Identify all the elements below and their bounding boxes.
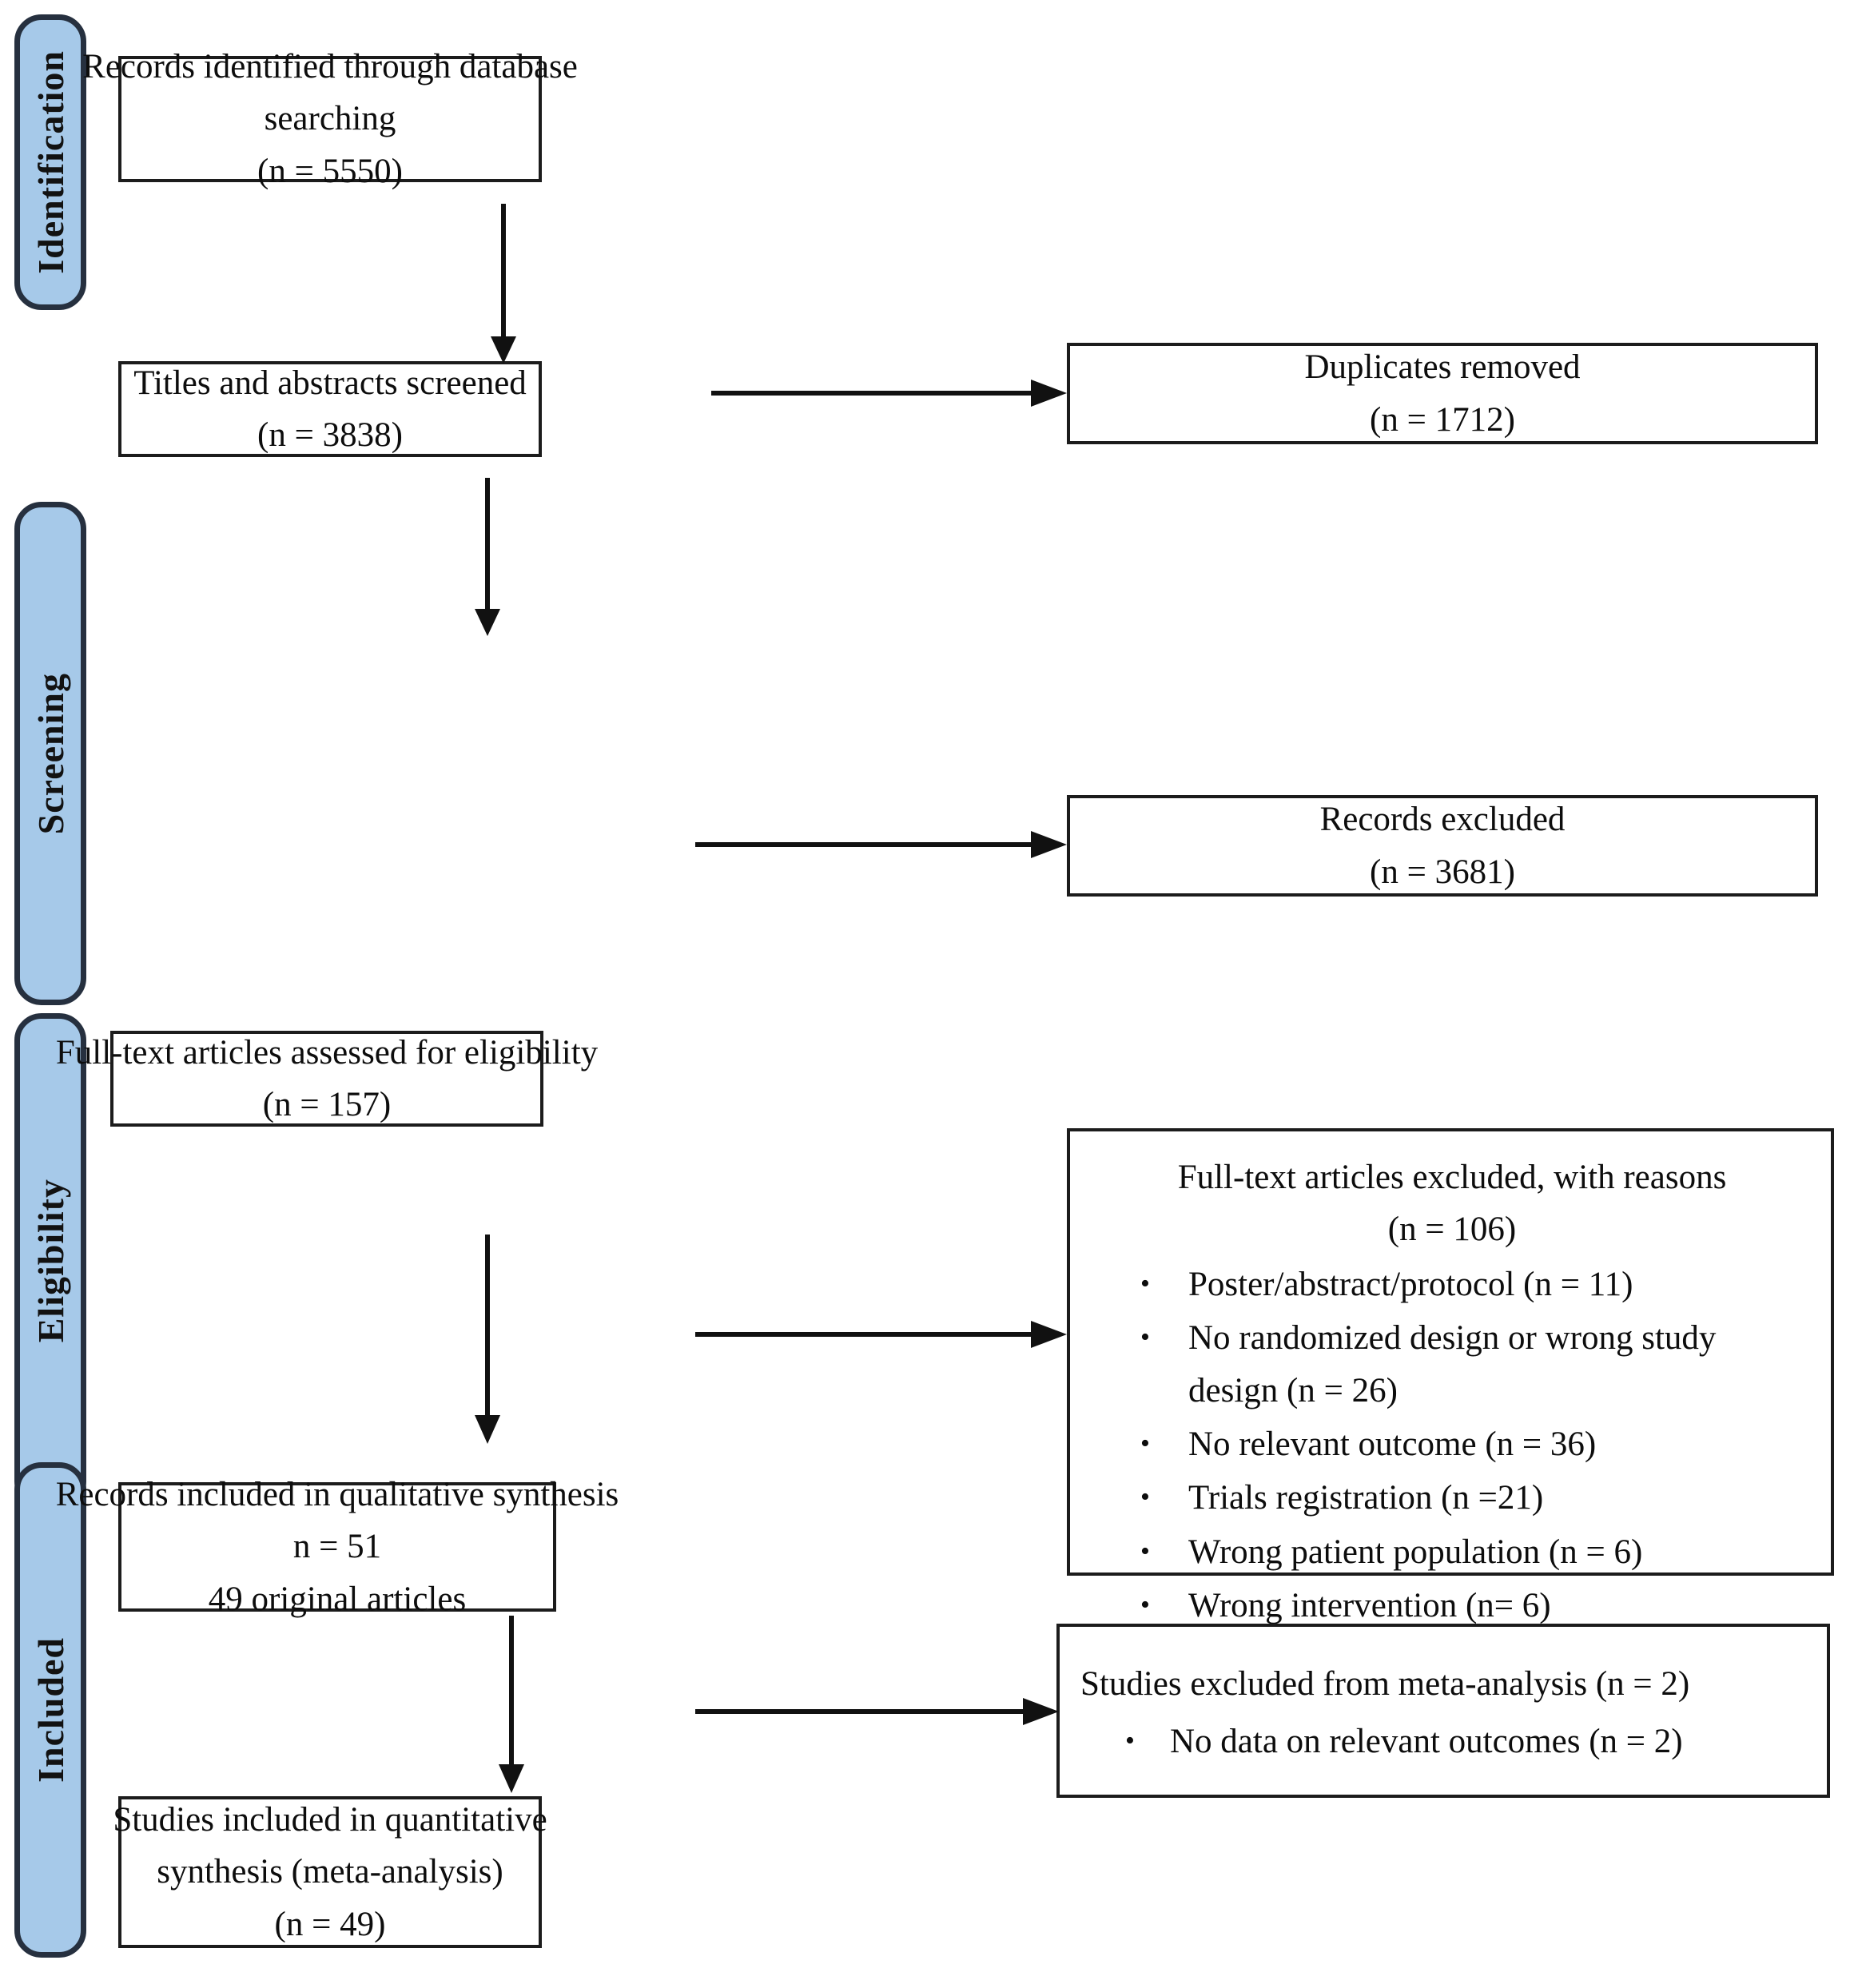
box-duplicates-removed: Duplicates removed (n = 1712) [1067, 343, 1818, 444]
list-item-label: Poster/abstract/protocol (n = 11) [1188, 1266, 1633, 1303]
arrow-right-to-fulltext-excluded [695, 1317, 1071, 1352]
fulltext-excluded-reason-list: • Poster/abstract/protocol (n = 11) • No… [1094, 1258, 1810, 1634]
list-item: • No data on relevant outcomes (n = 2) [1080, 1716, 1811, 1767]
box-line: (n = 5550) [257, 152, 403, 190]
box-line: (n = 157) [262, 1086, 392, 1123]
box-line: (n = 3681) [1370, 853, 1515, 891]
box-quantitative-synthesis: Studies included in quantitative synthes… [113, 1796, 547, 1948]
arrow-right-to-records-excluded [695, 827, 1071, 862]
stage-tab-eligibility: Eligibility [14, 1013, 86, 1509]
list-item-label: No randomized design or wrong study desi… [1188, 1319, 1717, 1409]
list-item: • Wrong intervention (n= 6) [1094, 1580, 1810, 1632]
bullet-icon: • [1140, 1590, 1150, 1620]
bullet-icon: • [1140, 1429, 1150, 1459]
list-item: • No relevant outcome (n = 36) [1094, 1418, 1810, 1470]
box-meta-excluded: Studies excluded from meta-analysis (n =… [1056, 1624, 1830, 1798]
arrow-right-to-duplicates [711, 376, 1071, 411]
box-line: Full-text articles assessed for eligibil… [55, 1033, 599, 1072]
stage-label-screening: Screening [30, 672, 71, 835]
arrow-down-qualitative-to-quantitative [495, 1616, 527, 1793]
box-fulltext-assessed: Full-text articles assessed for eligibil… [56, 1031, 598, 1127]
list-item: • Poster/abstract/protocol (n = 11) [1094, 1258, 1810, 1310]
stage-tab-included: Included [14, 1462, 86, 1958]
box-line: Records included in qualitative synthesi… [55, 1475, 619, 1513]
bullet-icon: • [1140, 1322, 1150, 1353]
stage-label-included: Included [30, 1637, 71, 1783]
list-item: • Wrong patient population (n = 6) [1094, 1526, 1810, 1578]
box-line: Duplicates removed [1304, 348, 1581, 387]
list-item-label: Trials registration (n =21) [1188, 1479, 1544, 1517]
box-line: (n = 1712) [1370, 400, 1515, 439]
arrow-right-to-meta-excluded [695, 1694, 1063, 1729]
arrow-down-fulltext-to-qualitative [471, 1235, 503, 1444]
list-item-label: Wrong intervention (n= 6) [1188, 1587, 1551, 1625]
list-item-label: No relevant outcome (n = 36) [1188, 1425, 1597, 1464]
list-item: • No randomized design or wrong study de… [1094, 1312, 1810, 1417]
box-qualitative-synthesis: Records included in qualitative synthesi… [56, 1476, 619, 1618]
bullet-icon: • [1140, 1482, 1150, 1513]
box-line: Studies included in quantitative [113, 1800, 547, 1839]
list-item: • Trials registration (n =21) [1094, 1472, 1810, 1524]
stage-tab-identification: Identification [14, 14, 86, 310]
box-fulltext-excluded: Full-text articles excluded, with reason… [1067, 1128, 1834, 1624]
stage-tab-screening: Screening [14, 502, 86, 1005]
arrow-down-screened-to-fulltext [471, 478, 503, 636]
box-line: (n = 49) [274, 1905, 386, 1943]
box-line: Titles and abstracts screened [133, 364, 527, 402]
box-line: Records excluded [1319, 801, 1566, 839]
meta-excluded-title: Studies excluded from meta-analysis (n =… [1080, 1665, 1690, 1703]
box-line: Records identified through database [82, 47, 578, 85]
box-line: (n = 3838) [257, 416, 403, 454]
box-titles-screened: Titles and abstracts screened (n = 3838) [118, 361, 542, 457]
meta-excluded-reason-list: • No data on relevant outcomes (n = 2) [1080, 1716, 1811, 1767]
bullet-icon: • [1140, 1536, 1150, 1566]
stage-label-eligibility: Eligibility [30, 1179, 71, 1343]
list-item-label: No data on relevant outcomes (n = 2) [1170, 1722, 1683, 1760]
box-records-identified: Records identified through database sear… [82, 48, 578, 190]
box-records-excluded: Records excluded (n = 3681) [1067, 795, 1818, 897]
box-line: 49 original articles [208, 1580, 467, 1618]
box-line: n = 51 [292, 1528, 382, 1566]
list-item-label: Wrong patient population (n = 6) [1188, 1533, 1643, 1571]
fulltext-excluded-title: Full-text articles excluded, with reason… [1177, 1159, 1727, 1196]
arrow-down-identified-to-screened [487, 204, 519, 364]
bullet-icon: • [1125, 1725, 1135, 1755]
bullet-icon: • [1140, 1269, 1150, 1298]
fulltext-excluded-count: (n = 106) [1387, 1210, 1517, 1248]
stage-label-identification: Identification [30, 50, 71, 274]
box-line: searching [264, 100, 396, 138]
box-line: synthesis (meta-analysis) [157, 1853, 503, 1891]
